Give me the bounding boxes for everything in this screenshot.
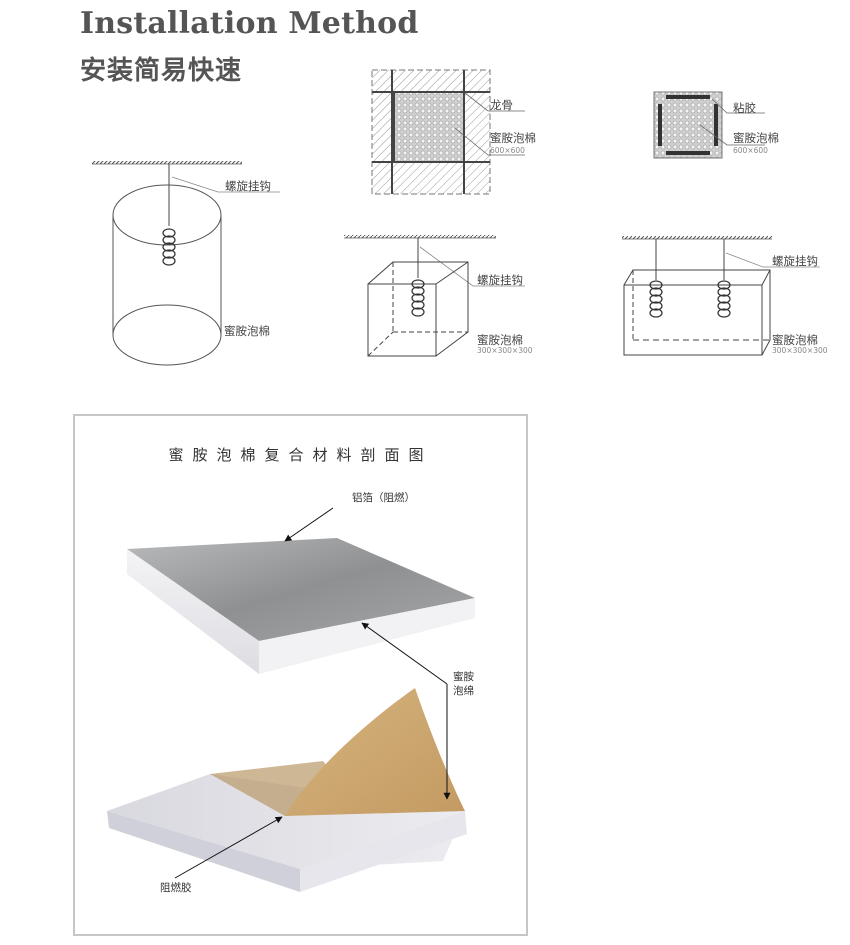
adhesive-label: 阻燃胶 bbox=[160, 882, 192, 894]
box-hook-label: 螺旋挂钩 bbox=[772, 254, 818, 268]
cylinder-hook-label: 螺旋挂钩 bbox=[225, 179, 271, 193]
cross-section-panel: 蜜胺泡棉复合材料剖面图 bbox=[73, 414, 528, 936]
foil-label: 铝箔（阻燃） bbox=[352, 492, 415, 504]
title-chinese: 安装简易快速 bbox=[80, 56, 243, 86]
cube-foam-label: 蜜胺泡棉 bbox=[477, 333, 523, 347]
grid-size-label: 600×600 bbox=[490, 146, 525, 155]
grid-ceiling-diagram bbox=[371, 69, 525, 195]
adhesive-panel bbox=[107, 688, 467, 892]
grid-frame-label: 龙骨 bbox=[490, 98, 513, 112]
glue-label: 粘胶 bbox=[733, 101, 756, 115]
installation-diagrams bbox=[92, 69, 820, 366]
cube-size-label: 300×300×300 bbox=[477, 346, 533, 355]
grid-foam-label: 蜜胺泡棉 bbox=[490, 131, 536, 145]
cross-section-illustration bbox=[107, 507, 475, 892]
cube-hanging-diagram bbox=[344, 235, 525, 357]
cube-hook-label: 螺旋挂钩 bbox=[477, 273, 523, 287]
foam-label-line1: 蜜胺 bbox=[453, 671, 474, 683]
glued-foam-label: 蜜胺泡棉 bbox=[733, 131, 779, 145]
cylinder-foam-label: 蜜胺泡棉 bbox=[224, 324, 270, 338]
foil-faced-panel bbox=[127, 538, 475, 674]
foam-label-line2: 泡绵 bbox=[453, 685, 474, 697]
title-english: Installation Method bbox=[80, 6, 419, 41]
glued-size-label: 600×600 bbox=[733, 146, 768, 155]
cross-section-title: 蜜胺泡棉复合材料剖面图 bbox=[168, 446, 433, 464]
box-size-label: 300×300×300 bbox=[772, 346, 828, 355]
box-double-hanging-diagram bbox=[622, 236, 820, 356]
cylinder-hanging-diagram bbox=[92, 161, 280, 366]
glued-panel-diagram bbox=[653, 91, 765, 159]
box-foam-label: 蜜胺泡棉 bbox=[772, 333, 818, 347]
